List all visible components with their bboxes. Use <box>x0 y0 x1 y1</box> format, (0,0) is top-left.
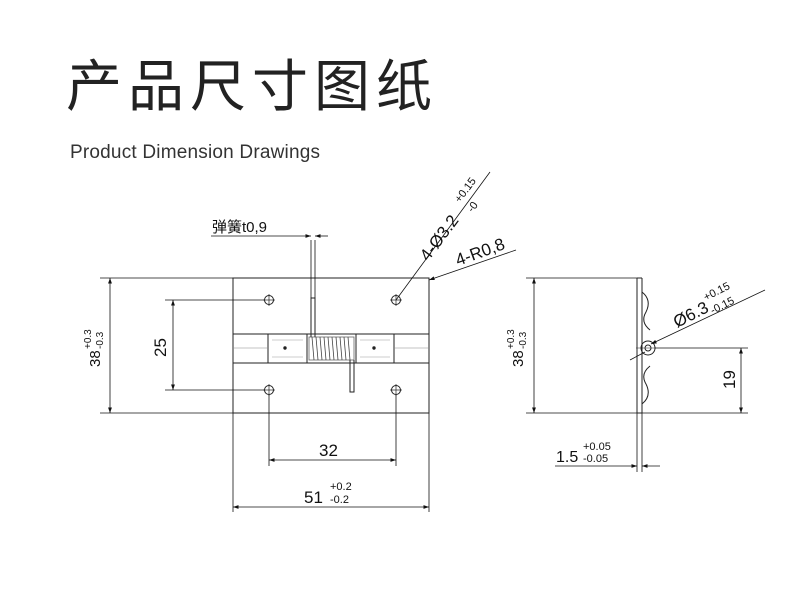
pin-diameter-label: Ø6.3 +0.15 -0.15 <box>670 280 736 332</box>
side-dimensions <box>526 277 766 472</box>
thickness-label: 1.5 +0.05 -0.05 <box>556 441 611 466</box>
front-view <box>232 277 430 414</box>
svg-text:-0.05: -0.05 <box>583 453 608 465</box>
height-label-right: 38 +0.3 -0.3 <box>506 329 529 367</box>
svg-text:+0.3: +0.3 <box>83 329 94 349</box>
side-view <box>636 277 656 414</box>
svg-text:+0.05: +0.05 <box>583 441 611 453</box>
title-english: Product Dimension Drawings <box>70 142 321 163</box>
pitch-label-25: 25 <box>151 338 170 357</box>
svg-text:38: 38 <box>87 350 104 367</box>
svg-text:+0.2: +0.2 <box>330 481 352 493</box>
knuckle-band <box>232 333 430 364</box>
svg-text:-0.3: -0.3 <box>95 331 106 349</box>
title-chinese: 产品尺寸图纸 <box>66 55 438 120</box>
width-label: 51 +0.2 -0.2 <box>304 481 352 507</box>
svg-text:-0.2: -0.2 <box>330 494 349 506</box>
svg-text:51: 51 <box>304 488 323 507</box>
bottom-leaf <box>232 362 430 414</box>
spring-coil <box>308 336 355 361</box>
svg-text:38: 38 <box>510 350 527 367</box>
spring-label: 弹簧t0,9 <box>212 219 267 236</box>
height-label-left: 38 +0.3 -0.3 <box>83 329 106 367</box>
svg-text:-0.3: -0.3 <box>518 331 529 349</box>
pitch-label-32: 32 <box>319 441 338 460</box>
svg-text:+0.3: +0.3 <box>506 329 517 349</box>
svg-text:1.5: 1.5 <box>556 449 578 466</box>
top-leaf <box>232 277 430 335</box>
svg-text:+0.15: +0.15 <box>453 176 479 205</box>
pin-height-label: 19 <box>720 370 739 389</box>
front-dimensions <box>100 171 517 512</box>
svg-text:Ø6.3: Ø6.3 <box>670 298 711 332</box>
radius-label: 4-R0,8 <box>453 234 507 269</box>
